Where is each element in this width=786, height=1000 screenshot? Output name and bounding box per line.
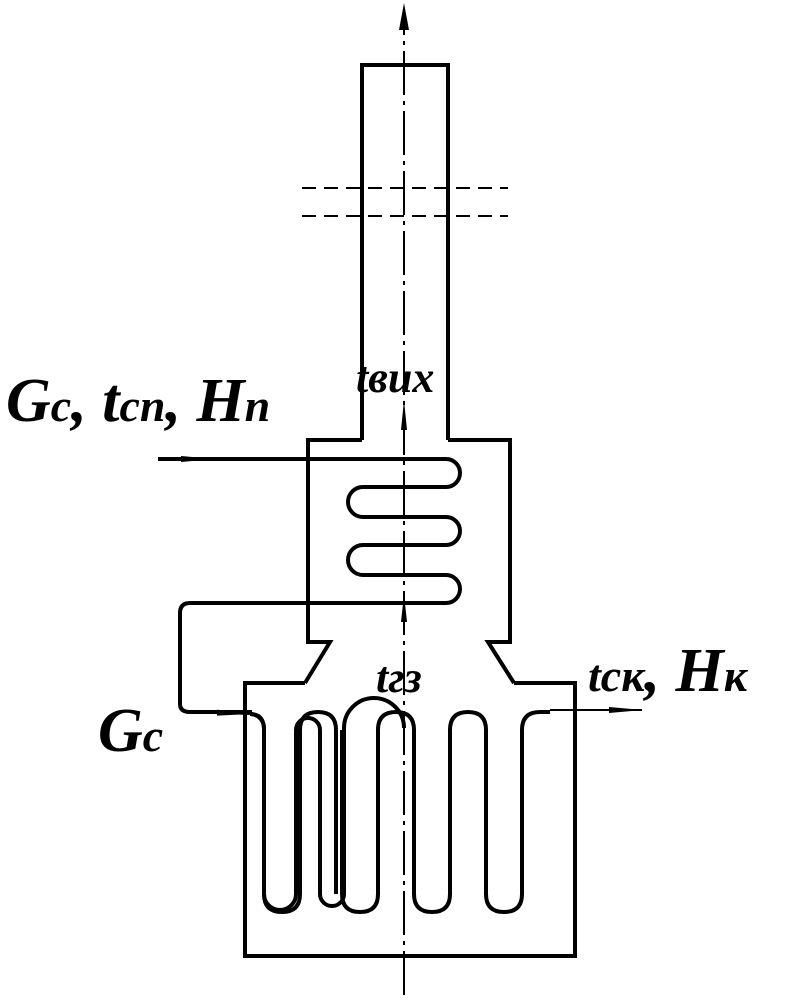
g-symbol: G — [6, 367, 51, 435]
t-out-symbol: tск — [588, 650, 645, 701]
center-axis-arrow — [399, 3, 409, 30]
h-subscript: п — [244, 380, 271, 431]
t-gas-label: tгз — [376, 653, 422, 702]
input-parameters-label: Gс, tсп, Hп — [6, 370, 270, 432]
separator-1: , — [71, 367, 103, 435]
flow-arrow-upper — [401, 400, 407, 430]
output-parameters-label: tск, Hк — [588, 640, 747, 702]
separator-2: , — [165, 367, 197, 435]
t-out-label: tвих — [356, 353, 435, 402]
h-out-subscript: к — [723, 650, 748, 701]
middle-chamber-outline — [303, 438, 362, 685]
g-subscript: с — [50, 380, 72, 431]
lower-inlet-arrow — [199, 709, 251, 716]
t-subscript: сп — [119, 380, 166, 431]
lower-coil-part2 — [340, 709, 550, 915]
lower-coil — [249, 696, 406, 912]
lower-chamber-outline — [243, 681, 577, 958]
flow-arrow-lower — [401, 594, 407, 622]
h-out-symbol: H — [675, 637, 724, 705]
t-symbol: t — [102, 367, 120, 435]
g-bottom-symbol: G — [98, 697, 143, 765]
g-bottom-label: Gс — [98, 700, 163, 762]
lower-coil-part1 — [249, 709, 338, 915]
middle-chamber-outline-right — [448, 438, 516, 685]
chimney-outline — [360, 63, 450, 440]
upper-coil — [158, 457, 462, 714]
output-separator: , — [644, 637, 676, 705]
h-symbol: H — [196, 367, 245, 435]
g-bottom-subscript: с — [142, 710, 164, 761]
